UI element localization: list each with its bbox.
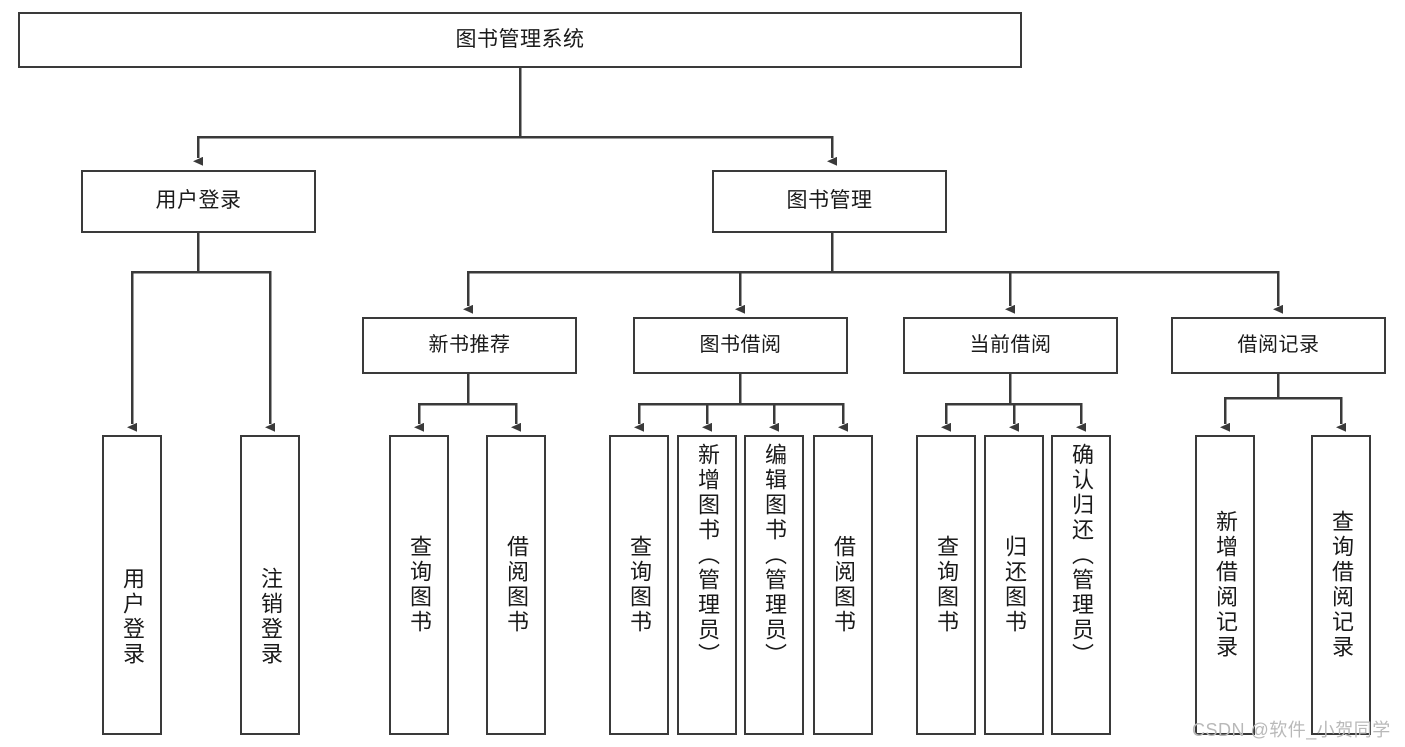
node-root[interactable]: 图书管理系统 bbox=[18, 12, 1022, 68]
node-user-login-label: 用户登录 bbox=[155, 189, 242, 213]
node-current-borrow[interactable]: 当前借阅 bbox=[903, 317, 1118, 374]
node-leaf-borrow-book-2-label: 借阅图书 bbox=[831, 535, 856, 635]
node-leaf-query-book-1-label: 查询图书 bbox=[407, 535, 432, 635]
node-leaf-query-book-1[interactable]: 查询图书 bbox=[389, 435, 449, 735]
node-leaf-query-record-label: 查询借阅记录 bbox=[1329, 510, 1354, 660]
node-new-book-recommend-label: 新书推荐 bbox=[428, 333, 511, 356]
node-new-book-recommend[interactable]: 新书推荐 bbox=[362, 317, 577, 374]
node-root-label: 图书管理系统 bbox=[455, 27, 585, 51]
node-book-manage[interactable]: 图书管理 bbox=[712, 170, 947, 233]
node-leaf-return-book-label: 归还图书 bbox=[1002, 535, 1027, 635]
node-leaf-user-login[interactable]: 用户登录 bbox=[102, 435, 162, 735]
node-leaf-add-record[interactable]: 新增借阅记录 bbox=[1195, 435, 1255, 735]
node-leaf-query-book-2-label: 查询图书 bbox=[627, 535, 652, 635]
node-leaf-borrow-book-2[interactable]: 借阅图书 bbox=[813, 435, 873, 735]
node-book-borrow[interactable]: 图书借阅 bbox=[633, 317, 848, 374]
csdn-watermark: CSDN @软件_小贺同学 bbox=[1192, 720, 1391, 740]
node-leaf-query-book-2[interactable]: 查询图书 bbox=[609, 435, 669, 735]
node-book-borrow-label: 图书借阅 bbox=[699, 333, 782, 356]
node-leaf-edit-book[interactable]: 编辑图书（管理员） bbox=[744, 435, 804, 735]
node-leaf-query-book-3[interactable]: 查询图书 bbox=[916, 435, 976, 735]
node-leaf-add-record-label: 新增借阅记录 bbox=[1213, 510, 1238, 660]
node-user-login[interactable]: 用户登录 bbox=[81, 170, 316, 233]
node-leaf-confirm-return[interactable]: 确认归还（管理员） bbox=[1051, 435, 1111, 735]
node-leaf-user-logout[interactable]: 注销登录 bbox=[240, 435, 300, 735]
node-borrow-record[interactable]: 借阅记录 bbox=[1171, 317, 1386, 374]
node-leaf-confirm-return-label: 确认归还（管理员） bbox=[1069, 443, 1094, 668]
node-book-manage-label: 图书管理 bbox=[786, 189, 873, 213]
node-current-borrow-label: 当前借阅 bbox=[969, 333, 1052, 356]
node-leaf-add-book-label: 新增图书（管理员） bbox=[695, 443, 720, 668]
node-leaf-return-book[interactable]: 归还图书 bbox=[984, 435, 1044, 735]
node-leaf-borrow-book-1[interactable]: 借阅图书 bbox=[486, 435, 546, 735]
node-leaf-user-login-label: 用户登录 bbox=[120, 567, 145, 667]
node-leaf-query-record[interactable]: 查询借阅记录 bbox=[1311, 435, 1371, 735]
node-leaf-borrow-book-1-label: 借阅图书 bbox=[504, 535, 529, 635]
node-leaf-edit-book-label: 编辑图书（管理员） bbox=[762, 443, 787, 668]
node-borrow-record-label: 借阅记录 bbox=[1237, 333, 1320, 356]
node-leaf-user-logout-label: 注销登录 bbox=[258, 567, 283, 667]
node-leaf-query-book-3-label: 查询图书 bbox=[934, 535, 959, 635]
node-leaf-add-book[interactable]: 新增图书（管理员） bbox=[677, 435, 737, 735]
